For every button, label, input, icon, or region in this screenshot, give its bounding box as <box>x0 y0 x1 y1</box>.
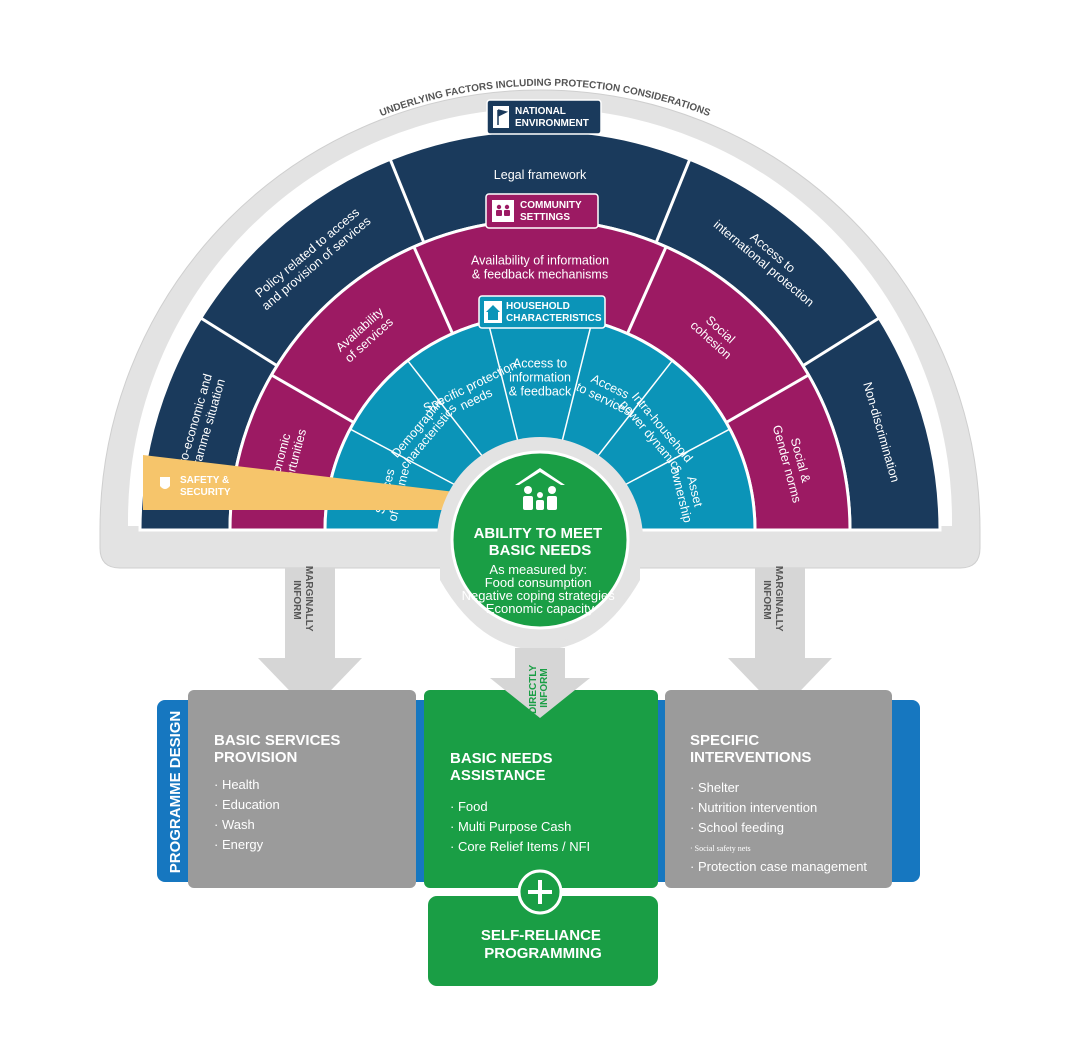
house-icon <box>486 305 500 320</box>
household-badge: HOUSEHOLD CHARACTERISTICS <box>478 295 606 329</box>
basic-needs-items: · Food · Multi Purpose Cash · Core Relie… <box>450 799 590 854</box>
center-arrow: DIRECTLY INFORM <box>490 648 590 718</box>
programme-design-label: PROGRAMME DESIGN <box>167 711 184 874</box>
household-divider <box>349 428 461 489</box>
national-divider <box>199 316 278 367</box>
community-divider <box>626 246 668 335</box>
flag-icon <box>497 109 509 125</box>
national-badge-label: NATIONAL ENVIRONMENT <box>515 106 589 129</box>
right-arrow: MARGINALLY INFORM <box>728 566 832 712</box>
community-segment-label: Availability of information& feedback me… <box>471 254 609 282</box>
basic-services-box: BASIC SERVICES PROVISION · Health · Educ… <box>188 690 416 888</box>
basic-needs-box: BASIC NEEDS ASSISTANCE · Food · Multi Pu… <box>424 690 658 888</box>
basic-needs-title: BASIC NEEDS ASSISTANCE <box>450 750 557 784</box>
national-divider <box>802 316 881 367</box>
community-icon <box>496 204 510 216</box>
household-divider <box>487 321 519 443</box>
basic-services-title: BASIC SERVICES PROVISION <box>214 732 345 766</box>
specific-interventions-box: SPECIFIC INTERVENTIONS · Shelter · Nutri… <box>665 690 892 888</box>
community-divider <box>412 246 454 335</box>
household-divider <box>561 321 593 443</box>
left-arrow: MARGINALLY INFORM <box>258 566 362 712</box>
community-badge: COMMUNITY SETTINGS <box>485 193 599 229</box>
heart-shield-icon <box>160 477 170 489</box>
self-reliance-title: SELF-RELIANCE PROGRAMMING <box>481 927 605 962</box>
center-measured-by: As measured by: Food consumption Negativ… <box>462 562 619 616</box>
household-divider <box>407 360 486 460</box>
specific-last-item: · Protection case management <box>690 859 867 874</box>
specific-title: SPECIFIC INTERVENTIONS <box>690 732 811 766</box>
left-arrow-label: MARGINALLY INFORM <box>291 566 314 634</box>
community-divider <box>270 373 355 424</box>
national-segment-label: Legal framework <box>494 168 587 182</box>
national-divider <box>654 158 692 244</box>
center-arrow-label: DIRECTLY INFORM <box>528 662 550 714</box>
center-title: ABILITY TO MEET BASIC NEEDS <box>474 525 607 559</box>
household-divider <box>594 360 673 460</box>
safety-label: SAFETY & SECURITY <box>180 475 232 498</box>
community-divider <box>725 373 810 424</box>
family-house-icon <box>515 468 565 510</box>
ability-to-meet-needs: ABILITY TO MEET BASIC NEEDS As measured … <box>437 437 643 643</box>
plus-icon <box>517 869 563 915</box>
specific-items: · Shelter · Nutrition intervention · Sch… <box>690 780 821 835</box>
household-badge-label: HOUSEHOLD CHARACTERISTICS <box>506 301 602 324</box>
national-divider <box>388 158 426 244</box>
self-reliance-box: SELF-RELIANCE PROGRAMMING <box>426 894 660 988</box>
right-arrow-label: MARGINALLY INFORM <box>761 566 784 634</box>
safety-security-wedge: SAFETY & SECURITY <box>143 455 455 510</box>
community-badge-label: COMMUNITY SETTINGS <box>520 200 584 223</box>
basic-services-items: · Health · Education · Wash · Energy <box>214 777 283 852</box>
national-badge: NATIONAL ENVIRONMENT <box>486 99 602 135</box>
household-divider <box>619 428 731 489</box>
specific-small-item: · Social safety nets <box>690 844 751 853</box>
